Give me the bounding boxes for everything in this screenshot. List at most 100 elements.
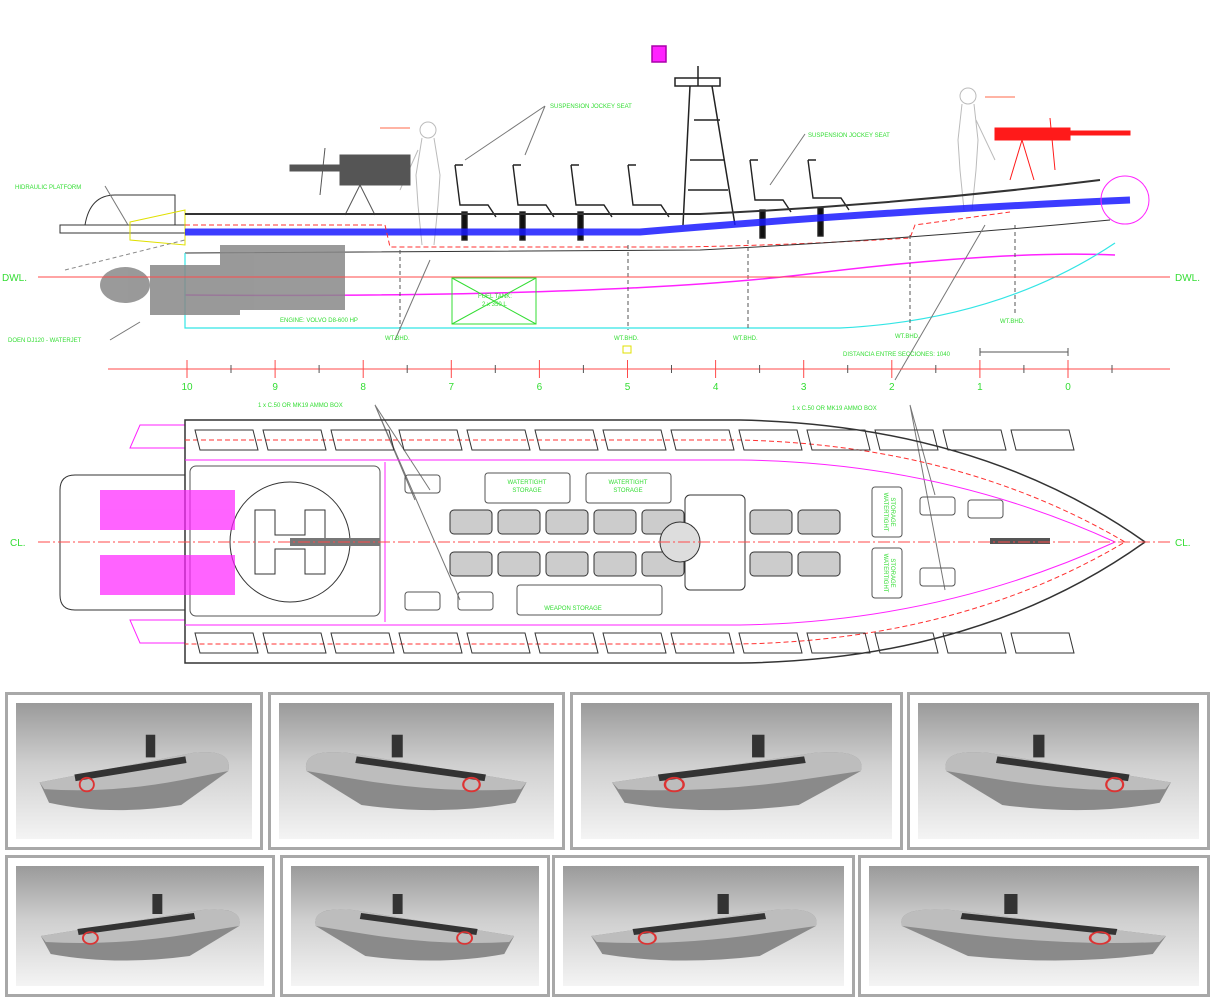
boat-render-image — [918, 703, 1199, 839]
bow-gun-plan — [990, 538, 1050, 544]
section-dimension — [979, 348, 1069, 356]
station-label: 6 — [537, 382, 543, 393]
side-profile-view: DWL. DWL. HIDRAULIC PLATFORM SUSPENSION … — [2, 45, 1200, 601]
seat-plan — [593, 551, 637, 577]
jockey-seat-label: SUSPENSION JOCKEY SEAT — [550, 104, 632, 110]
boat-render-thumbnail[interactable] — [5, 855, 275, 997]
bow-machine-gun — [994, 117, 1131, 181]
crew-figure — [957, 87, 1015, 211]
inner-deck-dashed — [185, 211, 1011, 248]
watertight-storage-label: STORAGE — [613, 488, 642, 494]
boat-render-thumbnail[interactable] — [5, 692, 263, 850]
cl-label-right: CL. — [1175, 538, 1191, 549]
station-label: 0 — [1065, 382, 1071, 393]
jockey-seat-label: SUSPENSION JOCKEY SEAT — [808, 133, 890, 139]
bulkhead-label: WT.BHD. — [1000, 319, 1025, 325]
seat-plan — [545, 551, 589, 577]
station-label: 3 — [801, 382, 807, 393]
tube-segment — [942, 632, 1007, 654]
stern-pontoon-top — [129, 424, 185, 449]
tube-segment — [670, 632, 735, 654]
watertight-storage-label: WATERTIGHT — [609, 480, 648, 486]
watertight-storage-label: WATERTIGHT — [882, 493, 888, 532]
tube-segment — [398, 632, 463, 654]
boat-render-image — [291, 866, 539, 986]
bulkhead-label: WT.BHD. — [895, 334, 920, 340]
seat-rows-plan — [449, 509, 841, 577]
station-label: 8 — [360, 382, 366, 393]
fuel-tank-capacity: 2 x 350 L — [482, 302, 507, 308]
watertight-storage-label: WATERTIGHT — [508, 480, 547, 486]
boat-render — [39, 734, 229, 811]
tube-segment — [874, 429, 939, 451]
station-label: 1 — [977, 382, 983, 393]
tube-segment — [194, 632, 259, 654]
boat-render-image — [16, 866, 264, 986]
boat-render-thumbnail[interactable] — [907, 692, 1210, 850]
keel-line — [184, 242, 1116, 329]
boat-render — [945, 734, 1171, 811]
station-label: 9 — [272, 382, 278, 393]
boat-render-thumbnail[interactable] — [570, 692, 903, 850]
boat-render-thumbnail[interactable] — [858, 855, 1210, 997]
station-label: 2 — [889, 382, 895, 393]
tube-segment — [874, 632, 939, 654]
seat-plan — [497, 551, 541, 577]
tube-segment — [534, 429, 599, 451]
tube-segment — [330, 632, 395, 654]
seat-plan — [797, 509, 841, 535]
boat-render — [40, 894, 240, 961]
tube-segment — [942, 429, 1007, 451]
boat-technical-drawing: DWL. DWL. HIDRAULIC PLATFORM SUSPENSION … — [2, 45, 1200, 664]
tube-segment — [1010, 632, 1075, 654]
station-label: 7 — [449, 382, 455, 393]
tube-segments — [194, 429, 1075, 654]
deck-line — [185, 179, 1101, 215]
boat-render-image — [563, 866, 844, 986]
boat-render — [305, 734, 527, 811]
boat-render-image — [279, 703, 554, 839]
seat-plan — [449, 509, 493, 535]
engines-plan — [100, 490, 235, 595]
tube-segment — [738, 429, 803, 451]
station-label: 5 — [625, 382, 631, 393]
tube-segment — [738, 632, 803, 654]
boat-render — [901, 894, 1166, 961]
station-label: 4 — [713, 382, 719, 393]
tube-segment — [670, 429, 735, 451]
watertight-storage-label: STORAGE — [889, 497, 895, 526]
bulkhead-label: WT.BHD. — [733, 336, 758, 342]
engine-and-waterjet — [100, 245, 345, 315]
tube-line — [185, 196, 1131, 236]
tube-segment — [262, 632, 327, 654]
aft-machine-gun — [289, 147, 411, 216]
fuel-tank-label: FUEL TANK: — [478, 294, 512, 300]
bulkhead-label: WT.BHD. — [614, 336, 639, 342]
tube-segment — [398, 429, 463, 451]
boat-render-image — [869, 866, 1199, 986]
boat-render — [591, 894, 817, 961]
dwl-label-right: DWL. — [1175, 273, 1200, 284]
seat-plan — [497, 509, 541, 535]
stern-pontoon-bottom — [129, 619, 185, 644]
seat-plan — [797, 551, 841, 577]
seat-plan — [749, 509, 793, 535]
bulkheads — [399, 225, 1016, 330]
boat-render-image — [16, 703, 252, 839]
boat-render-image — [581, 703, 892, 839]
storage-boxes — [404, 472, 1004, 616]
seat-plan — [749, 551, 793, 577]
tube-segment — [466, 429, 531, 451]
bow-tube-end — [1100, 175, 1150, 225]
tube-segment — [602, 429, 667, 451]
boat-render-thumbnail[interactable] — [552, 855, 855, 997]
boat-render — [315, 894, 515, 961]
tube-segment — [806, 632, 871, 654]
boat-render-thumbnail[interactable] — [280, 855, 550, 997]
seat-plan — [449, 551, 493, 577]
boat-render-thumbnail[interactable] — [268, 692, 565, 850]
tube-segment — [262, 429, 327, 451]
dwl-label-left: DWL. — [2, 273, 27, 284]
midship-marker — [622, 345, 632, 354]
tube-segment — [466, 632, 531, 654]
